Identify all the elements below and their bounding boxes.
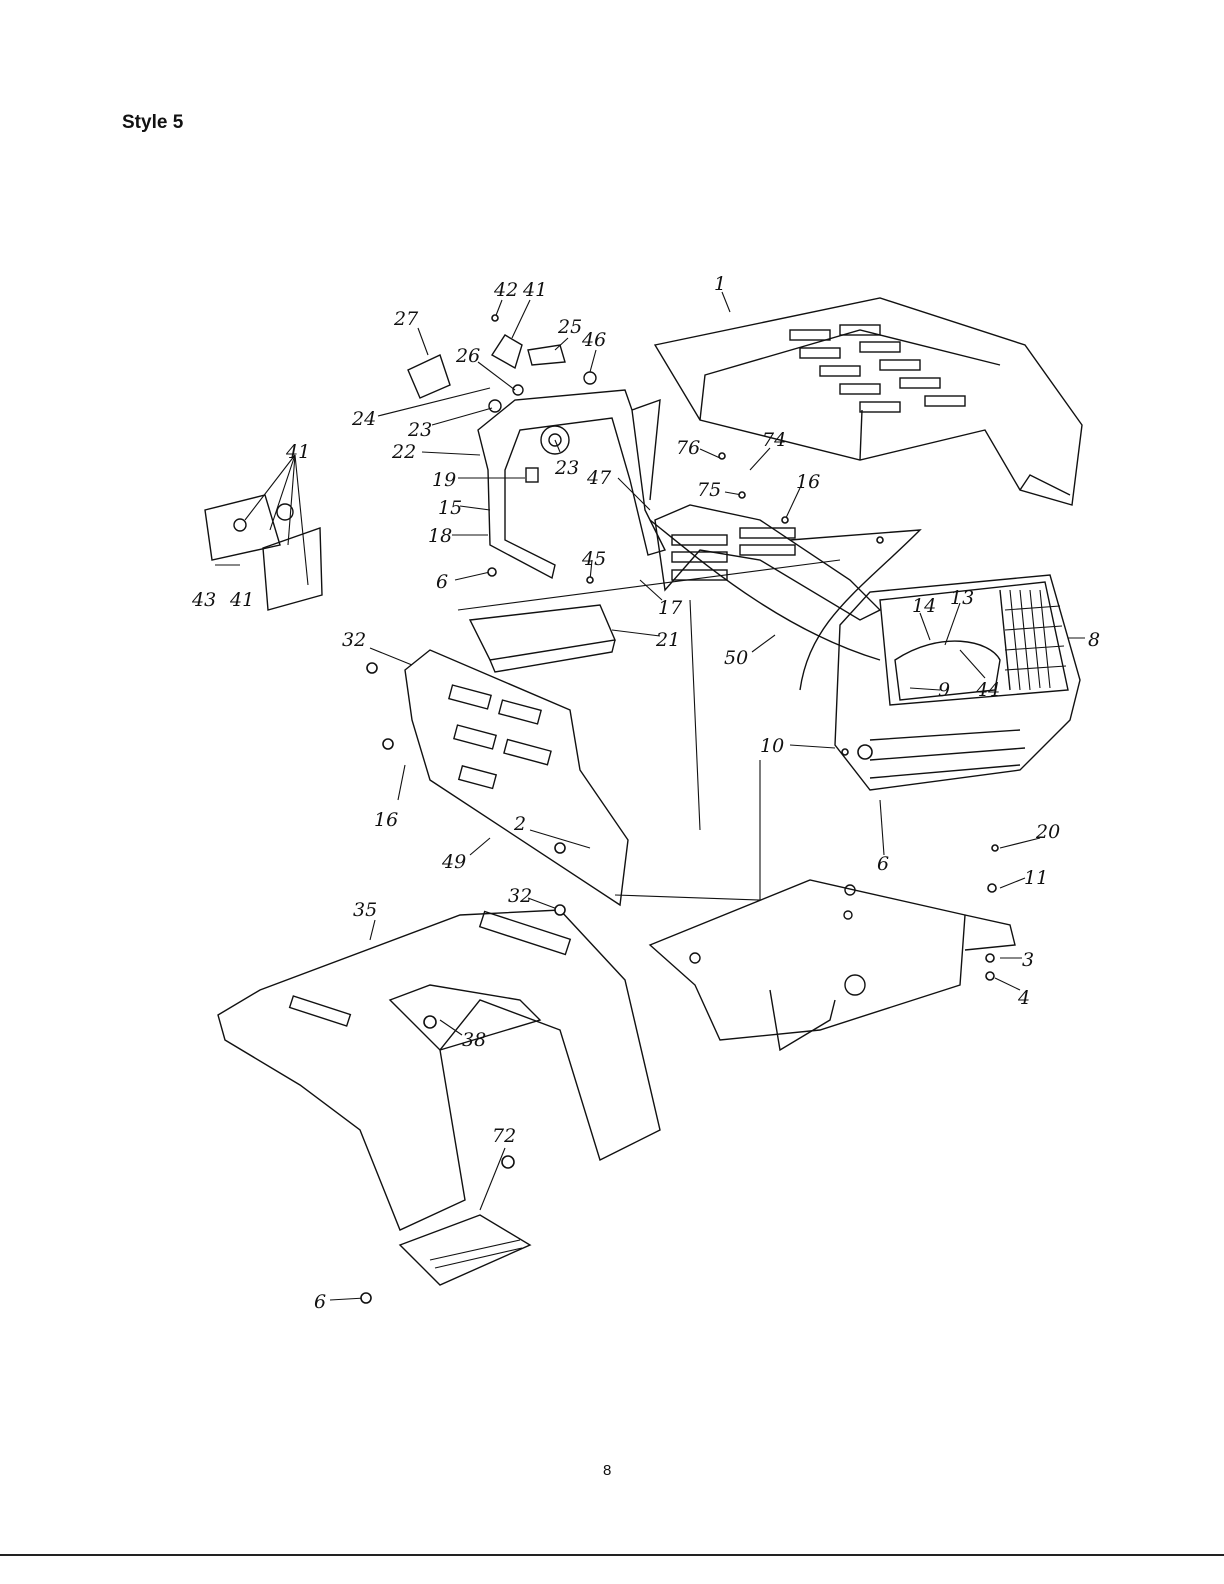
footrest-part [398,1214,532,1286]
callout-44: 44 [975,679,1000,701]
callout-18: 18 [428,525,452,547]
page-title: Style 5 [122,112,184,133]
lower-grille-part [404,649,629,907]
callout-1: 1 [714,273,726,295]
callout-6-step: 6 [314,1291,326,1313]
callout-50: 50 [724,647,748,669]
callout-75: 75 [697,479,721,501]
callout-32-lower: 32 [508,885,532,907]
callout-13: 13 [950,587,974,609]
callout-38: 38 [462,1029,486,1051]
side-panel-part [204,494,323,611]
callout-21: 21 [655,629,680,651]
callout-22: 22 [391,441,416,463]
dash-panel-part [477,389,667,580]
callout-45: 45 [581,548,606,570]
switch-parts [407,334,597,413]
callout-9: 9 [938,679,950,701]
callout-25: 25 [557,316,582,338]
callout-41: 41 [522,279,547,301]
callout-47: 47 [586,467,612,489]
callout-42: 42 [493,279,518,301]
callout-32: 32 [342,629,366,651]
rear-fender-part [217,909,661,1231]
callout-6-nose: 6 [877,853,889,875]
callout-11: 11 [1024,867,1048,889]
callout-72: 72 [492,1125,516,1147]
fastener-points [360,314,999,1304]
callout-23-switch: 23 [554,457,579,479]
callout-16: 16 [796,471,820,493]
callout-41-lower: 41 [229,589,254,611]
callout-17: 17 [658,597,683,619]
callout-14: 14 [912,595,936,617]
callout-27: 27 [393,308,419,330]
bottom-rule [0,1554,1224,1556]
callout-8: 8 [1088,629,1100,651]
callout-16-lower: 16 [374,809,398,831]
callout-15: 15 [438,497,462,519]
callout-23: 23 [407,419,432,441]
callout-46: 46 [581,329,606,351]
callout-labels: 42 41 1 27 25 46 26 24 23 22 41 19 23 76… [191,273,1100,1313]
callout-26: 26 [455,345,480,367]
callout-35: 35 [353,899,377,921]
battery-tray-part [468,604,616,673]
callout-leaders [215,291,1085,1301]
callout-49: 49 [441,851,466,873]
callout-76: 76 [676,437,700,459]
nose-headlight-part [789,529,1081,791]
callout-4: 4 [1017,987,1030,1009]
chassis-frame-part [648,879,1016,1052]
callout-74: 74 [762,429,786,451]
callout-6: 6 [436,571,448,593]
callout-3: 3 [1022,949,1034,971]
callout-24: 24 [351,408,376,430]
callout-10: 10 [760,735,784,757]
callout-2: 2 [513,813,526,835]
callout-43: 43 [191,589,216,611]
callout-20: 20 [1035,821,1060,843]
callout-19: 19 [432,469,456,491]
callout-41-side: 41 [285,441,310,463]
front-grille-part [649,504,882,661]
hood-part [653,297,1083,506]
page-number: 8 [603,1462,612,1479]
